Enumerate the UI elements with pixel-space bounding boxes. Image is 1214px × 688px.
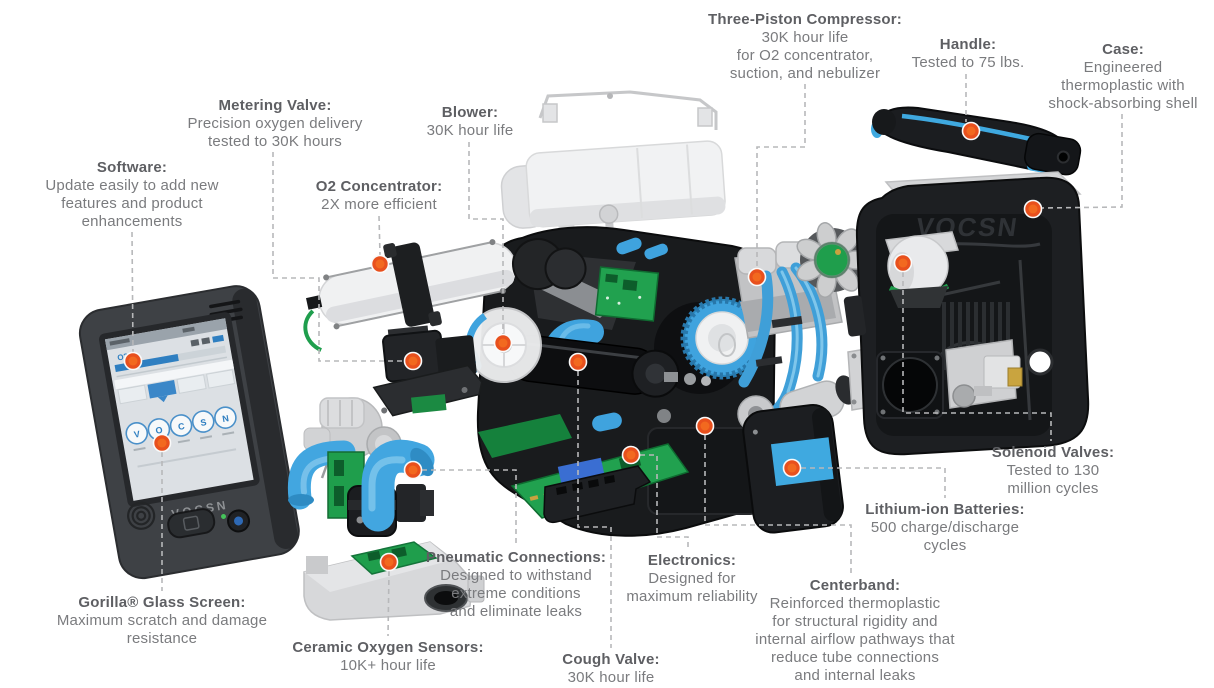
leader-line-pneumatic-connections	[422, 469, 517, 546]
green-wire	[303, 309, 323, 352]
leader-line-cough-valve	[577, 371, 612, 648]
leader-line-case	[1041, 114, 1123, 209]
metal-fittings	[664, 372, 711, 386]
screen-gauge-circle	[191, 410, 215, 433]
marker-dot-o2-concentrator	[370, 254, 390, 274]
vented-bar-slots	[556, 475, 615, 495]
screen-gauge-caption	[222, 431, 235, 436]
leader-line-metering-valve	[272, 152, 404, 362]
marker-dot-three-piston-compressor	[747, 267, 767, 287]
screen-gauge-circle	[125, 421, 149, 445]
marker-dot-handle	[961, 121, 981, 141]
mounting-bracket	[538, 90, 718, 130]
leader-line-centerband	[704, 435, 852, 574]
marker-dot-solenoid-valves	[893, 253, 913, 273]
radial-pump-head	[796, 222, 871, 298]
barb-fitting	[616, 237, 642, 255]
screen-tabs	[117, 369, 236, 405]
leader-line-blower	[468, 142, 504, 334]
leader-line-solenoid-valves	[902, 272, 1052, 441]
screen-gauge-circle	[169, 414, 193, 437]
leader-line-electronics	[640, 454, 689, 549]
cooling-fan	[876, 351, 944, 419]
screen-gauge-letter: C	[177, 421, 186, 432]
marker-dot-pneumatic-connections	[403, 460, 423, 480]
leader-line-ceramic-oxygen-sensors	[387, 570, 390, 637]
screen-o2-indicator: O2	[117, 352, 130, 363]
case-valve-bracket	[945, 339, 1023, 409]
marker-dot-cough-valve	[568, 352, 588, 372]
screen-gauge-letter: N	[222, 413, 230, 424]
handle-part	[871, 106, 1082, 176]
pcb-edge	[478, 414, 572, 458]
screen-gauge-letter: O	[155, 425, 164, 436]
marker-dot-ceramic-oxygen-sensors	[379, 552, 399, 572]
screen-active-tab	[147, 380, 177, 399]
screen-gauge-letter: S	[200, 417, 208, 428]
blower-enclosure	[500, 140, 726, 238]
screen-gauge-circle	[214, 406, 237, 429]
status-led	[221, 513, 227, 519]
leader-line-o2-concentrator	[378, 215, 381, 256]
marker-dot-lithium-ion-batteries	[782, 458, 802, 478]
clamp-ring	[390, 242, 435, 327]
screen-header-bar	[104, 318, 228, 351]
case-part: VOCSN	[843, 171, 1090, 456]
barb-fitting	[644, 243, 668, 260]
marker-dot-software	[123, 351, 143, 371]
marker-dot-centerband	[695, 416, 715, 436]
screen-gauge-caption	[177, 439, 190, 444]
marker-dot-case	[1023, 199, 1043, 219]
case-vent-grid	[942, 302, 1010, 370]
screen-gauge-caption	[133, 447, 146, 452]
pneumatic-connection-part	[327, 439, 435, 537]
screen-gauge-caption	[199, 435, 213, 440]
marker-dot-blower	[493, 333, 513, 353]
vented-bar	[543, 465, 652, 524]
leader-line-three-piston-compressor	[756, 84, 806, 268]
screen-gauge-row: V O C S N	[125, 406, 237, 452]
marker-dot-electronics	[621, 445, 641, 465]
leader-line-software	[131, 231, 134, 353]
chassis-pcb	[594, 266, 660, 322]
marker-dot-gorilla-glass-screen	[152, 433, 172, 453]
leader-line-lithium-ion-batteries	[801, 467, 946, 498]
case-hole	[1026, 348, 1054, 376]
o2-concentrator-part	[303, 238, 587, 352]
monitor-side-panel	[232, 288, 299, 549]
touch-screen: O2 V O C S N	[104, 318, 254, 501]
centerband-chassis	[458, 226, 777, 537]
marker-dot-metering-valve	[403, 351, 423, 371]
screen-gauge-letter: V	[133, 429, 141, 440]
alarm-silence-button	[167, 508, 216, 539]
speaker-icon	[127, 501, 156, 530]
